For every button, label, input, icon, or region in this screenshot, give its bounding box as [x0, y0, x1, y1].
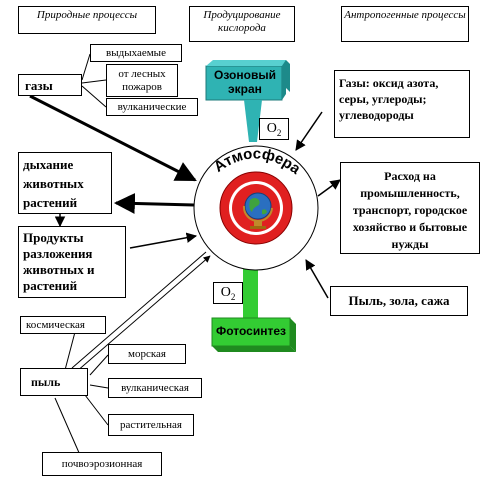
dust-label: пыль — [31, 375, 61, 389]
dust-type-soil-erosion: почвоэрозионная — [42, 452, 162, 476]
dust-type-marine: морская — [108, 344, 186, 364]
o2-top: O2 — [259, 118, 289, 140]
respiration-box: дыхание животных растений — [18, 152, 112, 214]
gas-source-forest-fires: от лесных пожаров — [106, 64, 178, 97]
gas-source-lines — [81, 53, 107, 108]
gas-source-exhaled: выдыхаемые — [90, 44, 182, 62]
header-natural: Природные процессы — [18, 6, 156, 34]
decomposition-box: Продукты разложения животных и растений — [18, 226, 126, 298]
dust-type-plant: растительная — [108, 414, 194, 436]
dust-box: пыль — [20, 368, 88, 396]
dust-type-volcanic: вулканическая — [108, 378, 202, 398]
dust-ash-soot-box: Пыль, зола, сажа — [330, 286, 468, 316]
ozone-shape — [205, 60, 290, 142]
dust-tree-lines — [54, 331, 109, 456]
flow-arrows — [29, 94, 341, 373]
globe-icon — [242, 192, 273, 229]
dust-type-cosmic: космическая — [20, 316, 106, 334]
photosynthesis-label: Фотосинтез — [216, 324, 286, 338]
photosynthesis-shape — [211, 260, 296, 352]
gas-source-volcanic: вулканические — [106, 98, 198, 116]
header-anthropogenic: Антропогенные процессы — [341, 6, 469, 42]
consumption-box: Расход на промышленность, транспорт, гор… — [340, 162, 480, 254]
o2-bottom: O2 — [213, 282, 243, 304]
gases-box: газы — [18, 74, 82, 96]
ozone-label: Озоновый экран — [214, 68, 276, 96]
anthropogenic-gases-box: Газы: оксид азота, серы, углероды; углев… — [334, 70, 470, 138]
header-oxygen: Продуцирование кислорода — [189, 6, 295, 42]
